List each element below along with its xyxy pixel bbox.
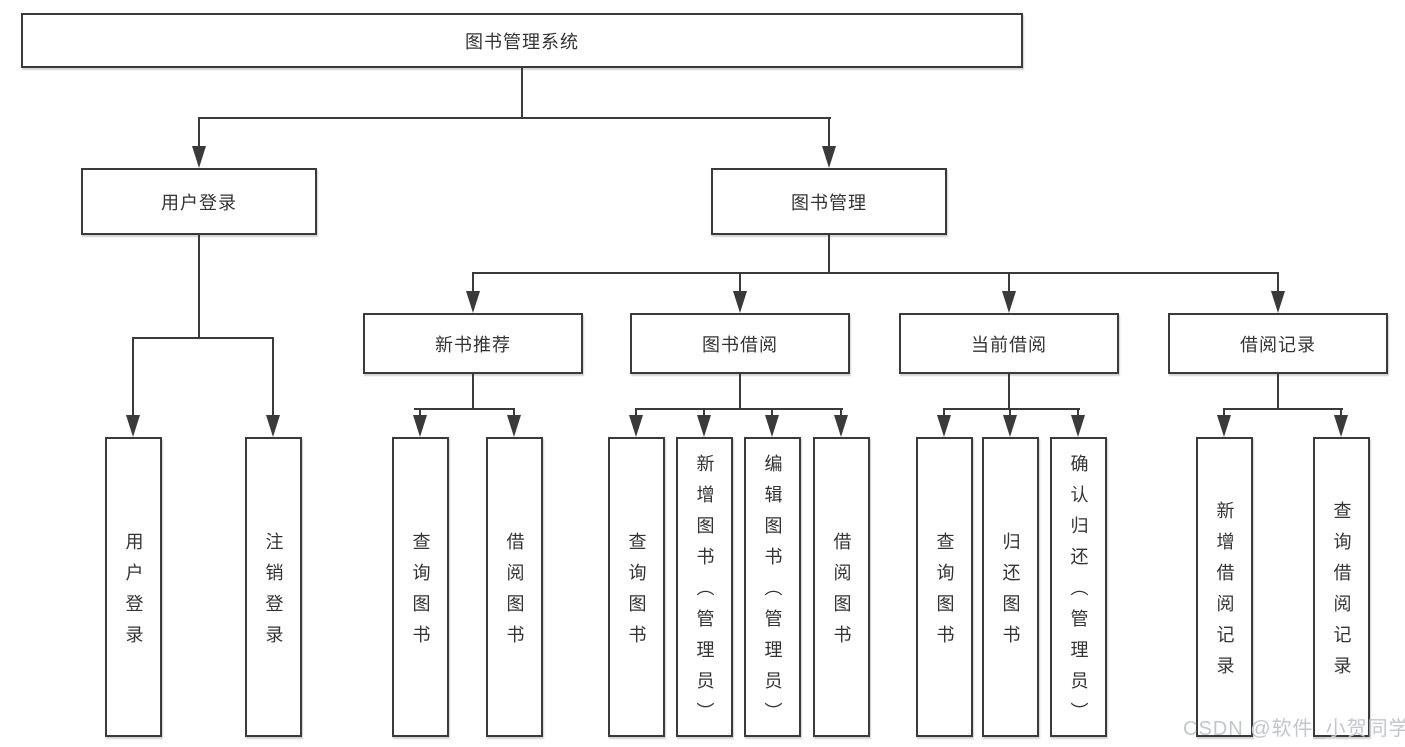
connector-user-login-stem — [198, 235, 200, 337]
arrow-down-icon — [629, 415, 643, 437]
node-current-borrow: 当前借阅 — [899, 313, 1119, 374]
leaf-label: 用户登录 — [123, 531, 144, 656]
leaf-label: 借阅图书 — [504, 531, 525, 656]
connector-stem-current-borrow — [1008, 272, 1010, 294]
arrow-down-icon — [1334, 415, 1348, 437]
arrow-down-icon — [126, 415, 140, 437]
node-label: 图书管理系统 — [465, 31, 579, 52]
leaf-cb-return-books: 归还图书 — [982, 437, 1039, 737]
arrow-down-icon — [822, 146, 836, 168]
arrow-down-icon — [266, 415, 280, 437]
connector-user-login-branch — [132, 337, 274, 339]
connector-stem-leaf — [419, 408, 421, 418]
connector-book-management-stem — [828, 235, 830, 272]
leaf-nb-borrow-books: 借阅图书 — [486, 437, 543, 737]
connector-stem-leaf — [840, 408, 842, 418]
connector-level1-branch — [198, 117, 831, 119]
arrow-down-icon — [765, 415, 779, 437]
connector-stem-borrow-records — [1277, 272, 1279, 294]
leaf-nb-query-books: 查询图书 — [392, 437, 449, 737]
leaf-label: 确认归还（管理员） — [1068, 454, 1089, 733]
leaf-cb-query-books: 查询图书 — [916, 437, 973, 737]
leaf-label: 借阅图书 — [831, 531, 852, 656]
arrow-down-icon — [733, 291, 747, 313]
connector-stem-leaf — [1223, 408, 1225, 418]
connector-group3-stem — [1008, 374, 1010, 408]
node-book-borrow: 图书借阅 — [630, 313, 850, 374]
connector-stem-leaf — [703, 408, 705, 418]
connector-stem-leaf — [132, 337, 134, 417]
connector-root-stem — [521, 68, 523, 118]
connector-stem-leaf — [771, 408, 773, 418]
connector-stem-leaf — [635, 408, 637, 418]
connector-group3-branch — [943, 408, 1080, 410]
connector-stem-user-login — [198, 117, 200, 150]
node-label: 用户登录 — [161, 192, 237, 213]
leaf-label: 归还图书 — [1000, 531, 1021, 656]
connector-stem-leaf — [272, 337, 274, 417]
leaf-label: 查询图书 — [934, 531, 955, 656]
leaf-label: 新增图书（管理员） — [694, 454, 715, 733]
leaf-label: 新增借阅记录 — [1214, 500, 1235, 687]
leaf-label: 查询借阅记录 — [1331, 500, 1352, 687]
node-label: 当前借阅 — [971, 334, 1047, 355]
connector-group2-branch — [635, 408, 843, 410]
node-label: 图书管理 — [791, 192, 867, 213]
arrow-down-icon — [834, 415, 848, 437]
node-root-library-system: 图书管理系统 — [21, 13, 1023, 68]
node-label: 借阅记录 — [1240, 334, 1316, 355]
connector-group1-branch — [414, 408, 515, 410]
arrow-down-icon — [697, 415, 711, 437]
connector-stem-leaf — [1340, 408, 1342, 418]
arrow-down-icon — [1217, 415, 1231, 437]
connector-stem-book-management — [828, 117, 830, 150]
connector-stem-leaf — [1009, 408, 1011, 418]
connector-stem-leaf — [513, 408, 515, 418]
connector-stem-leaf — [943, 408, 945, 418]
arrow-down-icon — [937, 415, 951, 437]
leaf-cb-confirm-return-admin: 确认归还（管理员） — [1050, 437, 1107, 737]
node-label: 图书借阅 — [702, 334, 778, 355]
arrow-down-icon — [1071, 415, 1085, 437]
leaf-logout: 注销登录 — [245, 437, 302, 737]
leaf-label: 编辑图书（管理员） — [762, 454, 783, 733]
connector-stem-leaf — [1077, 408, 1079, 418]
leaf-label: 查询图书 — [410, 531, 431, 656]
node-new-book-recommend: 新书推荐 — [363, 313, 583, 374]
node-borrow-records: 借阅记录 — [1168, 313, 1388, 374]
leaf-bb-edit-books-admin: 编辑图书（管理员） — [744, 437, 801, 737]
node-label: 新书推荐 — [435, 334, 511, 355]
leaf-bb-query-books: 查询图书 — [608, 437, 665, 737]
arrow-down-icon — [413, 415, 427, 437]
arrow-down-icon — [192, 146, 206, 168]
leaf-bb-borrow-books: 借阅图书 — [813, 437, 870, 737]
arrow-down-icon — [1271, 291, 1285, 313]
leaf-label: 注销登录 — [263, 531, 284, 656]
leaf-br-add-record: 新增借阅记录 — [1196, 437, 1253, 737]
arrow-down-icon — [466, 291, 480, 313]
connector-group4-stem — [1277, 374, 1279, 408]
leaf-user-login: 用户登录 — [105, 437, 162, 737]
connector-group2-stem — [739, 374, 741, 408]
connector-group4-branch — [1224, 408, 1343, 410]
node-book-management: 图书管理 — [711, 168, 947, 235]
leaf-bb-add-books-admin: 新增图书（管理员） — [676, 437, 733, 737]
connector-group1-stem — [472, 374, 474, 408]
connector-level2-branch — [472, 272, 1279, 274]
leaf-br-query-record: 查询借阅记录 — [1313, 437, 1370, 737]
connector-stem-new-book-recommend — [472, 272, 474, 294]
connector-stem-book-borrow — [739, 272, 741, 294]
csdn-watermark: CSDN @软件_小贺同学 — [1183, 718, 1405, 740]
arrow-down-icon — [507, 415, 521, 437]
leaf-label: 查询图书 — [626, 531, 647, 656]
arrow-down-icon — [1003, 415, 1017, 437]
arrow-down-icon — [1002, 291, 1016, 313]
node-user-login: 用户登录 — [81, 168, 317, 235]
